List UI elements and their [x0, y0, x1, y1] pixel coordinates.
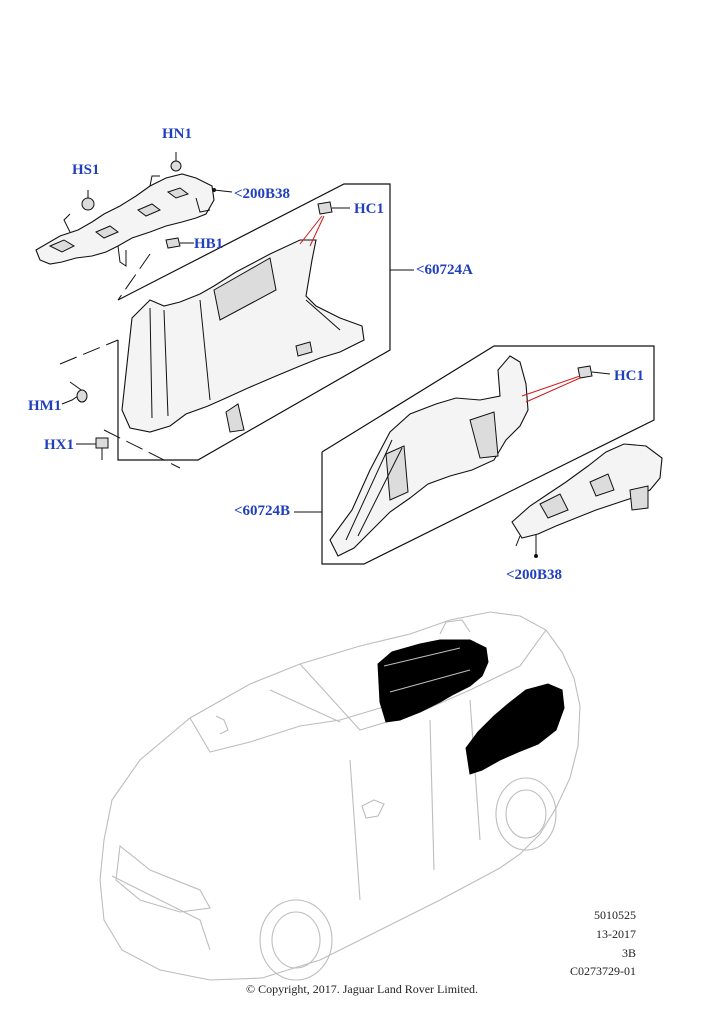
callout-hc1-top[interactable]: HC1 — [354, 201, 384, 217]
diagram-code-1: 5010525 — [594, 908, 636, 922]
clip-hm1[interactable] — [61, 381, 88, 405]
callout-60724b[interactable]: <60724B — [234, 503, 291, 519]
fastener-hn1[interactable] — [170, 152, 182, 172]
callout-hn1[interactable]: HN1 — [162, 126, 192, 142]
callout-60724a[interactable]: <60724A — [416, 262, 473, 278]
callout-hb1[interactable]: HB1 — [194, 236, 224, 252]
leader-dot — [212, 188, 216, 192]
callout-hs1[interactable]: HS1 — [72, 162, 100, 178]
callout-200b38-bottom[interactable]: <200B38 — [506, 567, 563, 583]
fastener-hs1[interactable] — [81, 190, 95, 211]
clip-hc1-right[interactable] — [521, 365, 611, 403]
callout-hm1[interactable]: HM1 — [28, 398, 62, 414]
callout-200b38-top[interactable]: <200B38 — [234, 186, 291, 202]
vehicle-highlight-parts — [377, 639, 565, 775]
bracket-bottom-right[interactable] — [511, 443, 663, 556]
diagram-code-4: C0273729-01 — [570, 964, 636, 978]
leader-dot — [534, 554, 538, 558]
box-60724b — [321, 345, 655, 565]
callout-hx1[interactable]: HX1 — [44, 437, 74, 453]
box-60724a — [117, 183, 391, 461]
fastener-hb1[interactable] — [165, 237, 194, 249]
copyright-notice: © Copyright, 2017. Jaguar Land Rover Lim… — [245, 982, 479, 996]
trim-panel-60724a[interactable] — [121, 239, 365, 433]
vehicle-outline — [99, 611, 581, 981]
bracket-top-left[interactable] — [35, 173, 215, 267]
trim-panel-60724b[interactable] — [329, 355, 529, 557]
diagram-code-3: 3B — [621, 946, 636, 960]
guide-lines-a — [59, 253, 181, 469]
diagram-code-2: 13-2017 — [596, 927, 636, 941]
leader-b38-top — [213, 189, 233, 193]
clip-hc1-top[interactable] — [299, 201, 350, 247]
callout-hc1-right[interactable]: HC1 — [614, 368, 644, 384]
clip-hx1[interactable] — [76, 437, 109, 460]
